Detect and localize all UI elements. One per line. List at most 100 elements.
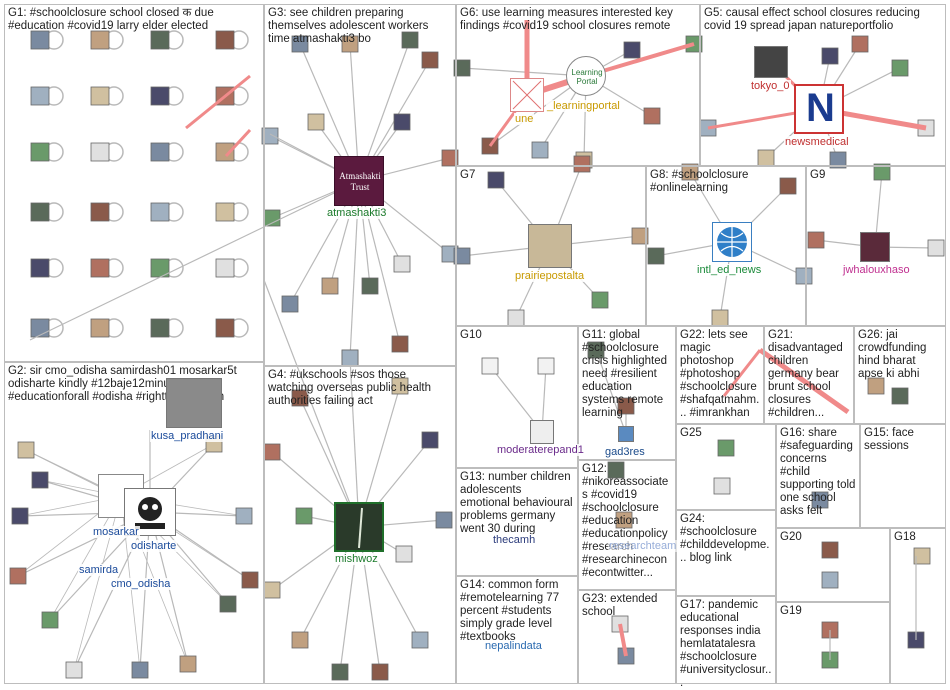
avatar-icon[interactable] [647, 247, 665, 265]
avatar-icon[interactable] [150, 202, 170, 222]
avatar-icon[interactable] [321, 277, 339, 295]
avatar-icon[interactable] [435, 511, 453, 529]
avatar-icon[interactable] [573, 155, 591, 173]
avatar-icon[interactable] [90, 258, 110, 278]
node-atmashakti3-avatar[interactable]: Atmashakti Trust [334, 156, 384, 206]
avatar-icon[interactable] [215, 318, 235, 338]
avatar-icon[interactable] [631, 227, 649, 245]
avatar-icon[interactable] [361, 277, 379, 295]
avatar-icon[interactable] [235, 507, 253, 525]
avatar-icon[interactable] [807, 231, 825, 249]
avatar-icon[interactable] [643, 107, 661, 125]
avatar-icon[interactable] [401, 31, 419, 49]
avatar-icon[interactable] [421, 431, 439, 449]
avatar-icon[interactable] [623, 41, 641, 59]
avatar-icon[interactable] [453, 59, 471, 77]
avatar-icon[interactable] [65, 661, 83, 679]
avatar-icon[interactable] [441, 149, 459, 167]
node-prairiepostalta-avatar[interactable] [528, 224, 572, 268]
avatar-icon[interactable] [617, 397, 635, 415]
avatar-icon[interactable] [537, 357, 555, 375]
avatar-icon[interactable] [481, 357, 499, 375]
avatar-icon[interactable] [295, 507, 313, 525]
avatar-icon[interactable] [90, 142, 110, 162]
avatar-icon[interactable] [717, 439, 735, 457]
avatar-icon[interactable] [215, 30, 235, 50]
avatar-icon[interactable] [90, 30, 110, 50]
node-tokyo0-avatar[interactable] [754, 46, 788, 78]
avatar-icon[interactable] [215, 258, 235, 278]
avatar-icon[interactable] [811, 491, 829, 509]
avatar-icon[interactable] [90, 202, 110, 222]
node-gad3res-avatar[interactable] [618, 426, 634, 442]
avatar-icon[interactable] [150, 86, 170, 106]
avatar-icon[interactable] [591, 291, 609, 309]
avatar-icon[interactable] [150, 318, 170, 338]
avatar-icon[interactable] [821, 47, 839, 65]
avatar-icon[interactable] [371, 663, 389, 681]
avatar-icon[interactable] [30, 202, 50, 222]
avatar-icon[interactable] [681, 163, 699, 181]
avatar-icon[interactable] [867, 377, 885, 395]
avatar-icon[interactable] [291, 389, 309, 407]
avatar-icon[interactable] [913, 547, 931, 565]
avatar-icon[interactable] [261, 127, 279, 145]
avatar-icon[interactable] [391, 377, 409, 395]
avatar-icon[interactable] [11, 507, 29, 525]
avatar-icon[interactable] [587, 341, 605, 359]
node-newsmedical-avatar[interactable]: N [794, 84, 844, 134]
avatar-icon[interactable] [395, 545, 413, 563]
avatar-icon[interactable] [150, 30, 170, 50]
avatar-icon[interactable] [9, 567, 27, 585]
avatar-icon[interactable] [779, 177, 797, 195]
avatar-icon[interactable] [30, 258, 50, 278]
avatar-icon[interactable] [421, 51, 439, 69]
avatar-icon[interactable] [891, 59, 909, 77]
node-mishwoz-avatar[interactable] [334, 502, 384, 552]
avatar-icon[interactable] [393, 255, 411, 273]
avatar-icon[interactable] [179, 655, 197, 673]
avatar-icon[interactable] [219, 595, 237, 613]
node-une-avatar[interactable] [510, 78, 544, 112]
avatar-icon[interactable] [90, 86, 110, 106]
avatar-icon[interactable] [341, 35, 359, 53]
avatar-icon[interactable] [487, 171, 505, 189]
avatar-icon[interactable] [851, 35, 869, 53]
avatar-icon[interactable] [821, 571, 839, 589]
node-kusa-pradhani-avatar[interactable] [166, 378, 222, 428]
node-jwhalouxhaso-avatar[interactable] [860, 232, 890, 262]
avatar-icon[interactable] [391, 335, 409, 353]
avatar-icon[interactable] [927, 239, 945, 257]
avatar-icon[interactable] [215, 142, 235, 162]
avatar-icon[interactable] [131, 661, 149, 679]
avatar-icon[interactable] [17, 441, 35, 459]
avatar-icon[interactable] [241, 571, 259, 589]
avatar-icon[interactable] [615, 511, 633, 529]
node-learningportal-avatar[interactable]: Learning Portal [566, 56, 606, 96]
avatar-icon[interactable] [307, 113, 325, 131]
avatar-icon[interactable] [795, 267, 813, 285]
avatar-icon[interactable] [281, 295, 299, 313]
avatar-icon[interactable] [215, 202, 235, 222]
node-moderaterepand1-avatar[interactable] [530, 420, 554, 444]
avatar-icon[interactable] [453, 247, 471, 265]
avatar-icon[interactable] [331, 663, 349, 681]
avatar-icon[interactable] [531, 141, 549, 159]
avatar-icon[interactable] [150, 142, 170, 162]
avatar-icon[interactable] [41, 611, 59, 629]
avatar-icon[interactable] [31, 471, 49, 489]
avatar-icon[interactable] [291, 35, 309, 53]
avatar-icon[interactable] [873, 163, 891, 181]
avatar-icon[interactable] [829, 151, 847, 169]
avatar-icon[interactable] [291, 631, 309, 649]
avatar-icon[interactable] [713, 477, 731, 495]
avatar-icon[interactable] [30, 30, 50, 50]
avatar-icon[interactable] [30, 86, 50, 106]
avatar-icon[interactable] [411, 631, 429, 649]
avatar-icon[interactable] [891, 387, 909, 405]
node-intl-ed-news-avatar[interactable] [712, 222, 752, 262]
avatar-icon[interactable] [90, 318, 110, 338]
avatar-icon[interactable] [607, 461, 625, 479]
avatar-icon[interactable] [821, 541, 839, 559]
avatar-icon[interactable] [393, 113, 411, 131]
